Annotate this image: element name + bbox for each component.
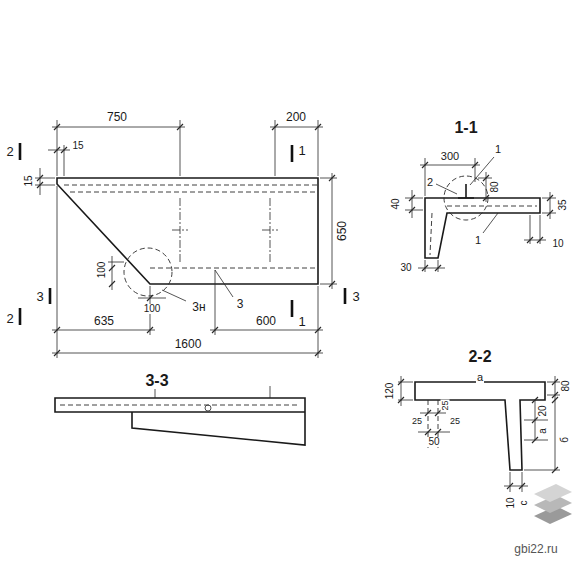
dimension-label: б bbox=[560, 436, 570, 444]
dimension-label: 80 bbox=[490, 180, 500, 193]
hidden-edge bbox=[430, 206, 537, 255]
dimension-label: а bbox=[476, 372, 484, 383]
insert-mark bbox=[205, 405, 211, 411]
dimension-label: 1 bbox=[297, 144, 306, 157]
detail-circle bbox=[444, 176, 488, 220]
dimension-label: 635 bbox=[93, 315, 115, 327]
dimension-label: 3 bbox=[351, 290, 360, 303]
dimension-label: 15 bbox=[71, 141, 84, 151]
dimension-label: 3-3 bbox=[144, 373, 169, 389]
dimension-label: 600 bbox=[255, 315, 277, 327]
center-line bbox=[172, 198, 278, 262]
dimension-label: а bbox=[538, 427, 548, 435]
dimension-label: 50 bbox=[427, 437, 440, 447]
section-mark bbox=[20, 143, 345, 325]
dimension-label: с bbox=[518, 500, 528, 507]
dimension-label: 15 bbox=[24, 174, 34, 187]
extension-line bbox=[405, 158, 556, 272]
leader-line bbox=[162, 270, 233, 301]
dimension-label: 650 bbox=[336, 220, 348, 242]
watermark-logo bbox=[534, 484, 572, 524]
dimension-label: 300 bbox=[440, 151, 460, 162]
section-outline bbox=[55, 398, 305, 445]
dimension-label: 20 bbox=[538, 404, 548, 417]
hidden-edge bbox=[60, 405, 300, 406]
dimension-label: 120 bbox=[385, 382, 395, 401]
section-outline bbox=[415, 382, 545, 470]
watermark-text: gbi22.ru bbox=[513, 543, 558, 555]
detail-circle bbox=[124, 248, 172, 296]
dimension-label: 2 bbox=[5, 312, 14, 325]
dimension-label: 1 bbox=[297, 315, 306, 328]
dimension-label: 750 bbox=[106, 111, 128, 123]
step-outline bbox=[57, 178, 318, 284]
hidden-edge bbox=[64, 185, 318, 268]
dimension-label: 100 bbox=[97, 261, 107, 280]
dimension-label: 25 bbox=[440, 399, 449, 411]
dimension-line bbox=[401, 376, 555, 486]
dimension-label: 3 bbox=[236, 298, 245, 310]
dimension-line bbox=[40, 127, 332, 353]
dimension-label: 80 bbox=[561, 379, 571, 392]
dimension-line bbox=[412, 165, 550, 268]
dimension-label: 200 bbox=[285, 111, 307, 123]
dimension-label: 3н bbox=[191, 301, 206, 313]
dimension-label: 30 bbox=[399, 263, 412, 273]
dimension-label: 1-1 bbox=[453, 120, 478, 136]
dimension-label: 40 bbox=[391, 197, 401, 210]
dimension-label: 10 bbox=[551, 239, 564, 249]
dimension-label: 25 bbox=[411, 417, 423, 426]
logo-slab bbox=[534, 484, 572, 502]
dimension-label: 2 bbox=[426, 177, 434, 188]
dimension-label: 25 bbox=[449, 417, 461, 426]
dimension-label: 100 bbox=[143, 304, 162, 314]
mark-line bbox=[155, 386, 270, 398]
dimension-label: 3 bbox=[35, 290, 44, 303]
dimension-label: 1 bbox=[494, 144, 502, 155]
dimension-tick bbox=[37, 124, 558, 489]
dimension-label: 2-2 bbox=[467, 349, 492, 365]
dimension-label: 1 bbox=[474, 235, 482, 246]
section-outline bbox=[425, 198, 540, 258]
embedded-plate bbox=[458, 184, 474, 198]
dimension-label: 35 bbox=[558, 198, 568, 211]
dimension-label: 1600 bbox=[174, 338, 203, 350]
dimension-label: 10 bbox=[506, 496, 516, 509]
dimension-label: 2 bbox=[5, 145, 14, 158]
